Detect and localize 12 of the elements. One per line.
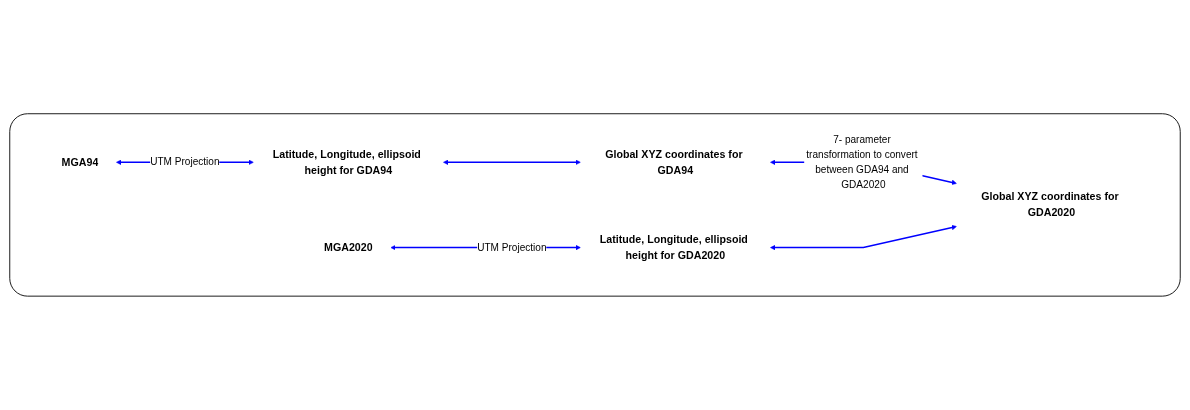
node-text: MGA94 (61, 156, 99, 168)
node-text: MGA2020 (324, 241, 373, 254)
arrow (770, 225, 957, 251)
edge-label: 7- parameter transformation to convert between GDA94 and GDA2020 (806, 133, 918, 191)
node-text: Global XYZ coordinates for GDA2020 (981, 190, 1119, 219)
node-text: Latitude, Longitude, ellipsoid height for GDA2020 (599, 233, 748, 262)
cluster (9, 113, 1181, 297)
arrow (443, 159, 581, 165)
node-text: Global XYZ coordinates for GDA94 (605, 148, 743, 176)
node-text: Latitude, Longitude, ellipsoid height for GDA94 (272, 148, 421, 176)
edge-label: UTM Projection (477, 241, 547, 254)
edge-label: UTM Projection (150, 156, 220, 168)
